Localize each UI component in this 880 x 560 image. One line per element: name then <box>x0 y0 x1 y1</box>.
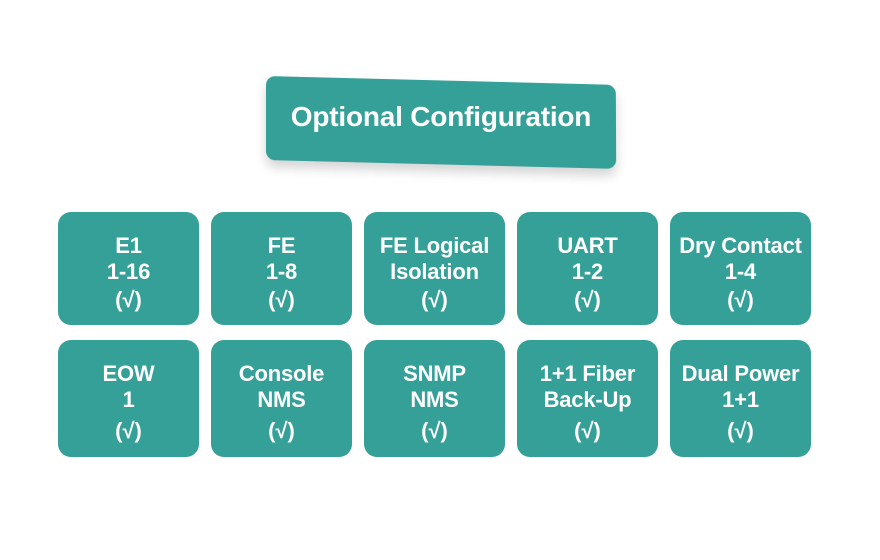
option-label-line-2: Back-Up <box>544 387 632 413</box>
option-label-line-1: SNMP <box>403 361 466 387</box>
option-card-snmp-nms[interactable]: SNMP NMS (√) <box>364 340 505 457</box>
option-label-line-2: 1+1 <box>722 387 759 413</box>
option-check-mark: (√) <box>670 289 811 311</box>
option-check-mark: (√) <box>517 289 658 311</box>
option-label-line-2: 1-8 <box>266 259 297 285</box>
option-label-line-1: FE <box>268 233 296 259</box>
option-label-line-2: NMS <box>410 387 458 413</box>
option-grid: E1 1-16 (√) FE 1-8 (√) FE Logical Isolat… <box>58 212 823 457</box>
option-card-fe-logical-isolation[interactable]: FE Logical Isolation (√) <box>364 212 505 325</box>
option-check-mark: (√) <box>58 420 199 442</box>
option-label-line-1: EOW <box>103 361 155 387</box>
option-check-mark: (√) <box>211 289 352 311</box>
option-label-line-2: 1 <box>122 387 134 413</box>
option-label-line-2: NMS <box>257 387 305 413</box>
option-label-line-1: UART <box>557 233 617 259</box>
option-card-uart[interactable]: UART 1-2 (√) <box>517 212 658 325</box>
option-card-dry-contact[interactable]: Dry Contact 1-4 (√) <box>670 212 811 325</box>
option-card-fiber-backup[interactable]: 1+1 Fiber Back-Up (√) <box>517 340 658 457</box>
option-check-mark: (√) <box>517 420 658 442</box>
option-check-mark: (√) <box>670 420 811 442</box>
option-check-mark: (√) <box>58 289 199 311</box>
option-row-1: E1 1-16 (√) FE 1-8 (√) FE Logical Isolat… <box>58 212 823 325</box>
option-label-line-2: 1-2 <box>572 259 603 285</box>
option-label-line-1: Console <box>239 361 324 387</box>
option-card-eow[interactable]: EOW 1 (√) <box>58 340 199 457</box>
option-check-mark: (√) <box>211 420 352 442</box>
banner-title: Optional Configuration <box>266 76 616 160</box>
option-label-line-1: 1+1 Fiber <box>540 361 635 387</box>
option-check-mark: (√) <box>364 289 505 311</box>
option-label-line-1: Dry Contact <box>679 233 802 259</box>
option-card-fe[interactable]: FE 1-8 (√) <box>211 212 352 325</box>
option-label-line-2: 1-16 <box>107 259 150 285</box>
option-label-line-2: 1-4 <box>725 259 756 285</box>
option-label-line-1: E1 <box>115 233 142 259</box>
option-card-e1[interactable]: E1 1-16 (√) <box>58 212 199 325</box>
option-label-line-1: Dual Power <box>682 361 800 387</box>
option-label-line-1: FE Logical <box>380 233 489 259</box>
optional-configuration-banner: Optional Configuration <box>266 76 616 160</box>
option-card-console-nms[interactable]: Console NMS (√) <box>211 340 352 457</box>
option-check-mark: (√) <box>364 420 505 442</box>
option-label-line-2: Isolation <box>390 259 479 285</box>
option-row-2: EOW 1 (√) Console NMS (√) SNMP NMS (√) 1… <box>58 340 823 457</box>
option-card-dual-power[interactable]: Dual Power 1+1 (√) <box>670 340 811 457</box>
